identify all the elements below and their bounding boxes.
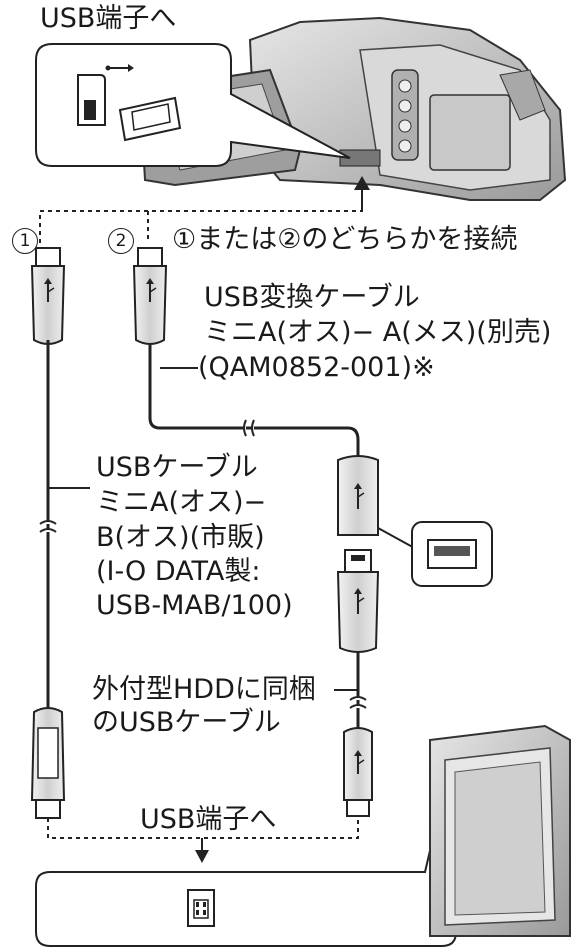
usb-cable-line4: (I-O DATA製: xyxy=(96,556,261,587)
top-port-callout xyxy=(35,43,351,167)
top-usb-terminal-label: USB端子へ xyxy=(40,3,177,34)
usb-cable-line3: B(オス)(市販) xyxy=(96,522,265,553)
bottom-port-callout xyxy=(35,838,457,947)
usb-cable-line5: USB-MAB/100) xyxy=(96,590,293,621)
usb-symbol-icon xyxy=(146,278,157,302)
conv-cable-line3: (QAM0852-001)※ xyxy=(198,352,435,383)
usb-cable-line2: ミニA(オス)− xyxy=(96,487,267,518)
hdd-cable-line2: のUSBケーブル xyxy=(92,707,281,738)
usb-symbol-icon xyxy=(354,483,365,509)
arrow-up-icon xyxy=(354,176,370,210)
cable-1 xyxy=(30,247,66,819)
hdd-cable-line1: 外付型HDDに同梱 xyxy=(92,674,316,705)
connect-either-label: ①または②のどちらかを接続 xyxy=(172,224,518,255)
usb-symbol-icon xyxy=(354,588,365,614)
arrow-down-icon xyxy=(195,838,209,863)
usb-symbol-icon xyxy=(44,278,55,302)
route-2-marker: 2 xyxy=(108,228,134,254)
bottom-usb-terminal-label: USB端子へ xyxy=(140,804,277,835)
route-1-marker: 1 xyxy=(12,228,38,254)
usb-a-port-callout xyxy=(377,521,493,587)
hdd-icon xyxy=(429,724,571,937)
conv-cable-line1: USB変換ケーブル xyxy=(204,282,420,313)
conv-cable-line2: ミニA(オス)− A(メス)(別売) xyxy=(204,317,552,348)
conversion-cable xyxy=(132,247,379,536)
usb-symbol-icon xyxy=(105,64,134,72)
usb-symbol-icon xyxy=(354,750,365,774)
usb-cable-line1: USBケーブル xyxy=(96,452,258,483)
hdd-usb-cable xyxy=(336,549,380,817)
